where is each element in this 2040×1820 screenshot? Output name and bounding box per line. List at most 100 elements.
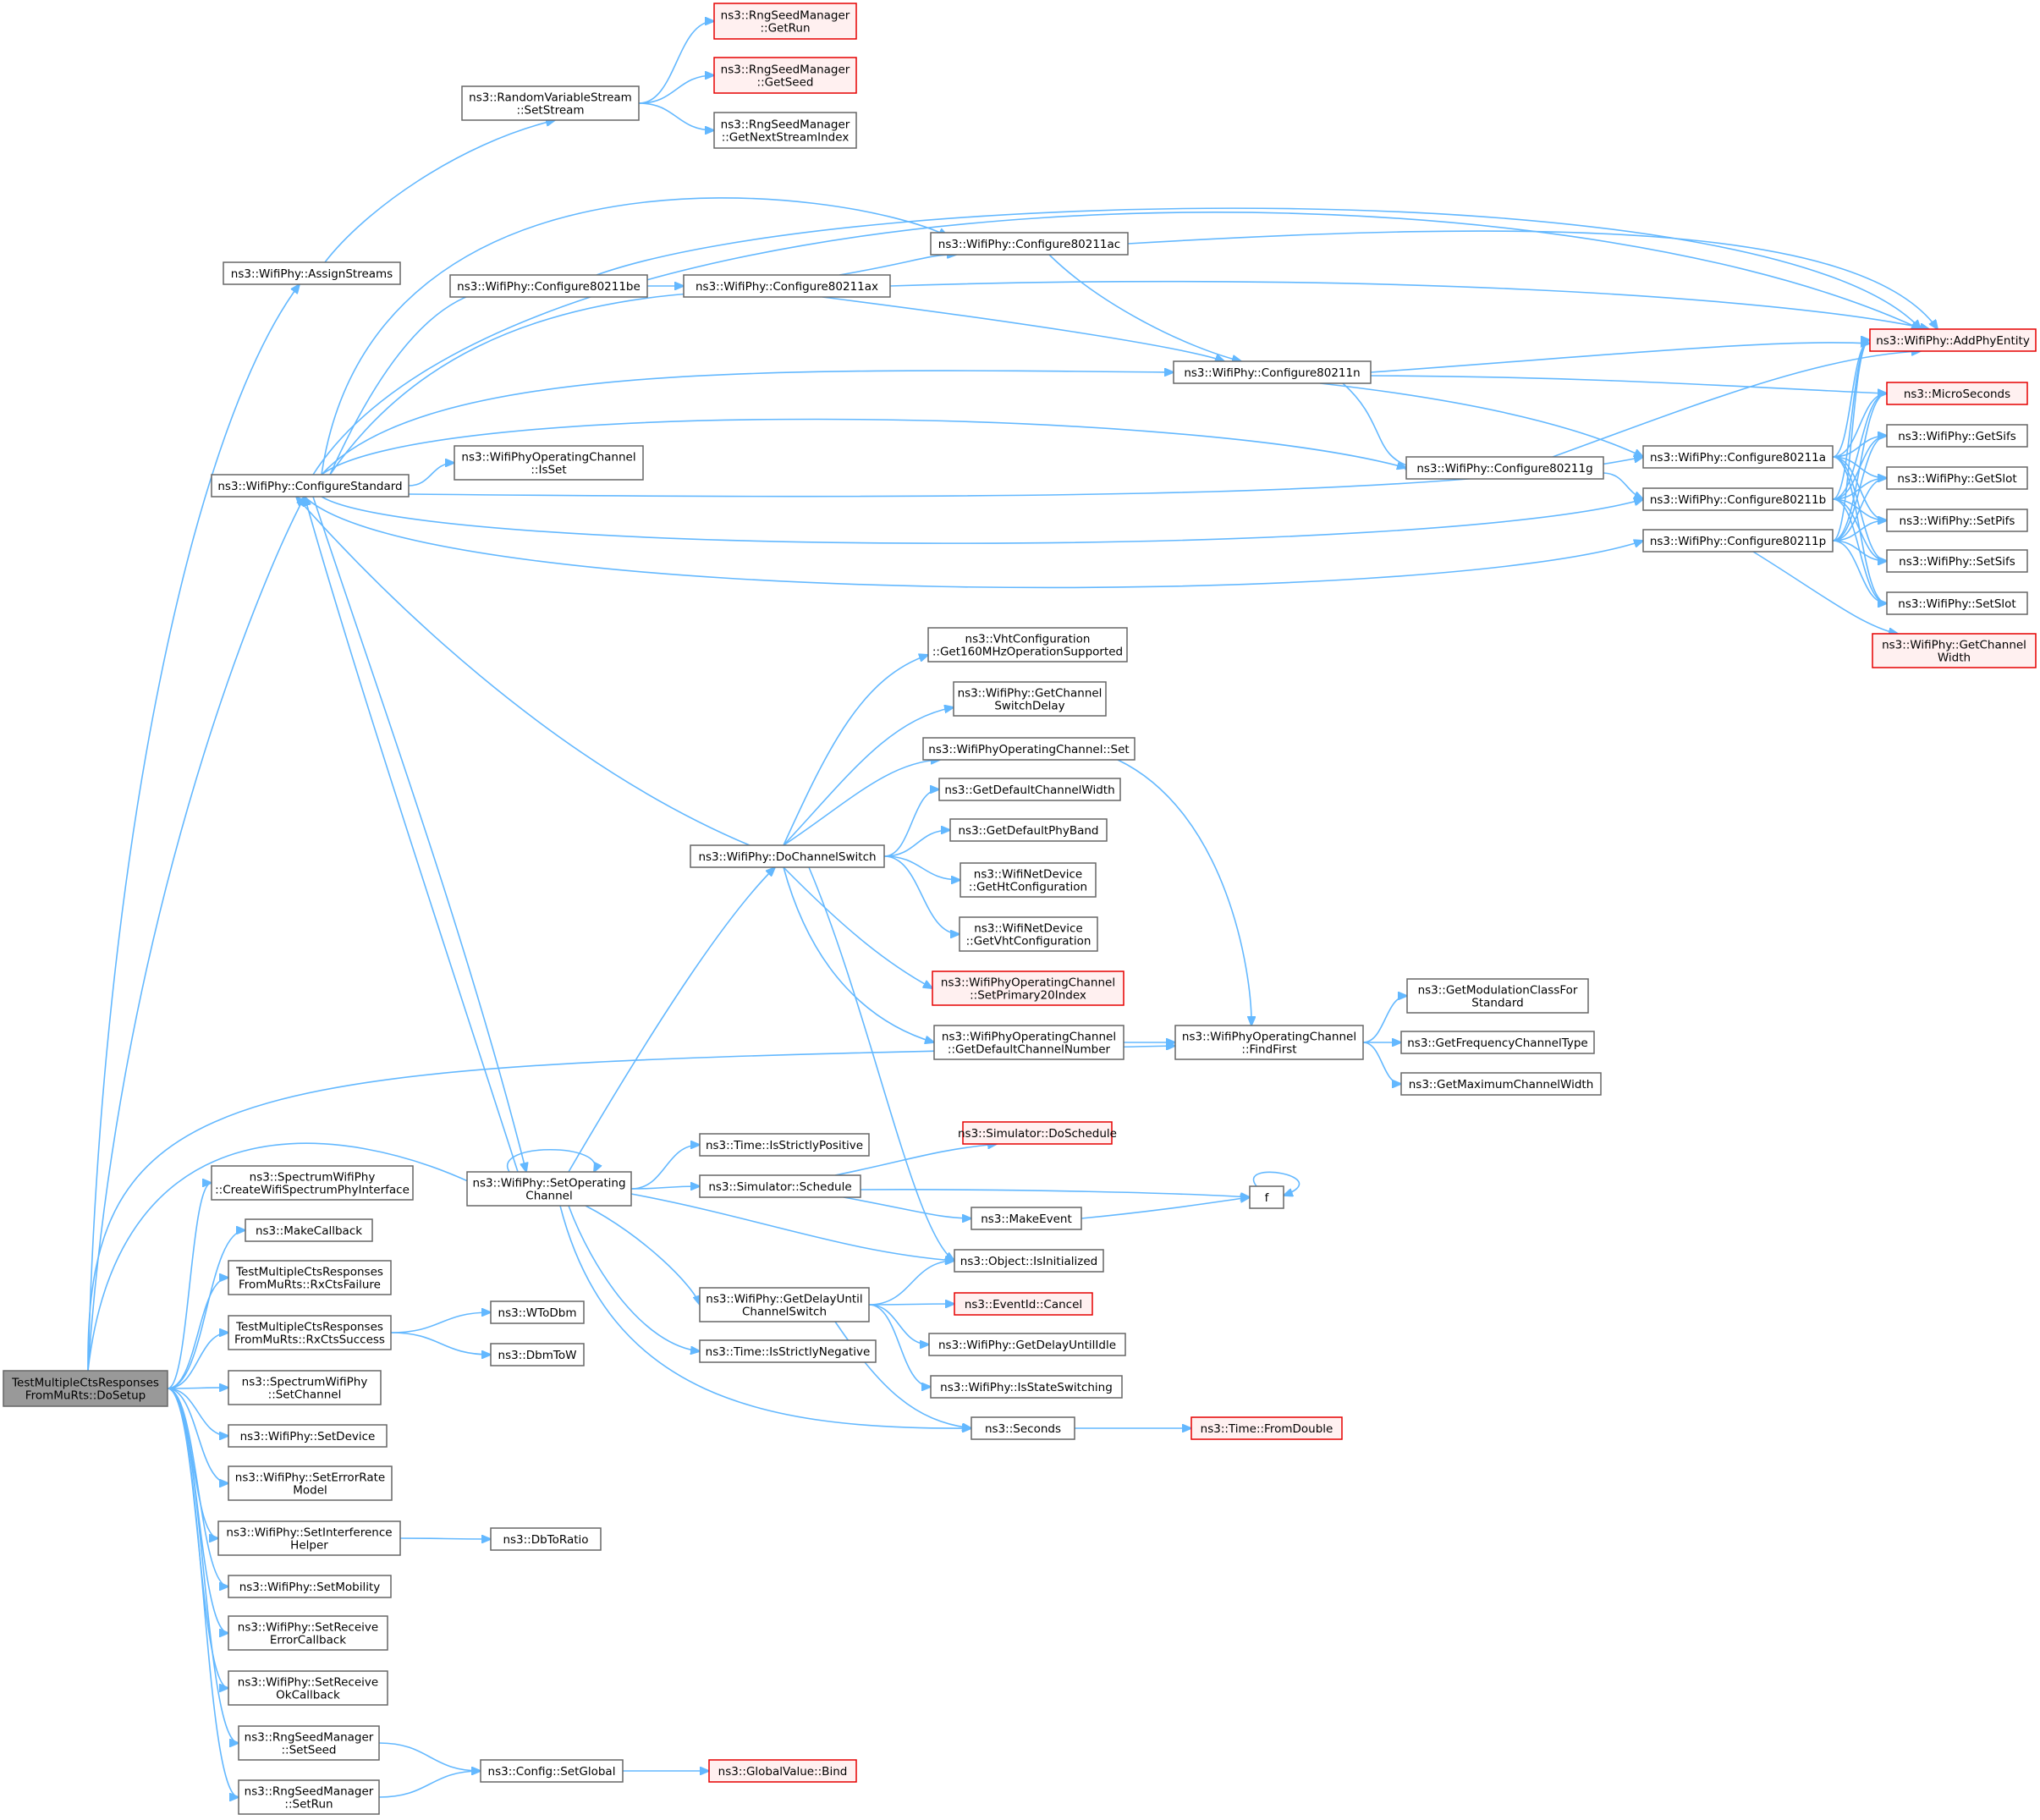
- node-c11b[interactable]: ns3::WifiPhy::Configure80211b: [1642, 487, 1834, 511]
- node-getfct[interactable]: ns3::GetFrequencyChannelType: [1400, 1031, 1595, 1054]
- node-getmcw[interactable]: ns3::GetMaximumChannelWidth: [1400, 1072, 1602, 1096]
- node-setslot[interactable]: ns3::WifiPhy::SetSlot: [1886, 591, 2028, 615]
- node-wtodbm[interactable]: ns3::WToDbm: [490, 1300, 585, 1324]
- node-createwsp[interactable]: ns3::SpectrumWifiPhy::CreateWifiSpectrum…: [211, 1165, 414, 1201]
- node-box: [699, 1339, 877, 1363]
- node-setchan[interactable]: ns3::SpectrumWifiPhy::SetChannel: [228, 1370, 382, 1405]
- node-dochsw[interactable]: ns3::WifiPhy::DoChannelSwitch: [690, 844, 885, 868]
- node-isinit[interactable]: ns3::Object::IsInitialized: [954, 1249, 1104, 1273]
- node-box: [949, 818, 1108, 842]
- node-label: ErrorCallback: [270, 1634, 346, 1647]
- edge-cfgstd-to-c11g: [321, 418, 1406, 476]
- node-vht160[interactable]: ns3::VhtConfiguration::Get160MHzOperatio…: [927, 627, 1128, 663]
- node-getht[interactable]: ns3::WifiNetDevice::GetHtConfiguration: [960, 862, 1097, 898]
- node-cfgstd[interactable]: ns3::WifiPhy::ConfigureStandard: [211, 474, 410, 498]
- node-ocset[interactable]: ns3::WifiPhyOperatingChannel::Set: [922, 737, 1135, 761]
- node-dbtoratio[interactable]: ns3::DbToRatio: [490, 1527, 602, 1551]
- node-box: [971, 1207, 1082, 1230]
- node-c11g[interactable]: ns3::WifiPhy::Configure80211g: [1405, 456, 1604, 480]
- node-c11be[interactable]: ns3::WifiPhy::Configure80211be: [449, 274, 648, 298]
- node-defband[interactable]: ns3::GetDefaultPhyBand: [949, 818, 1108, 842]
- node-box: [490, 1300, 585, 1324]
- node-rxfail[interactable]: TestMultipleCtsResponsesFromMuRts::RxCts…: [228, 1260, 392, 1295]
- node-box: [954, 1249, 1104, 1273]
- node-findfirst[interactable]: ns3::WifiPhyOperatingChannel::FindFirst: [1174, 1025, 1364, 1060]
- edge-root-to-createwsp: [167, 1183, 212, 1389]
- node-box: [228, 1575, 392, 1598]
- node-seconds[interactable]: ns3::Seconds: [971, 1416, 1075, 1440]
- edge-root-to-setmob: [167, 1388, 228, 1586]
- node-label: ::SetRun: [284, 1798, 333, 1812]
- node-label: FromMuRts::RxCtsFailure: [239, 1278, 381, 1292]
- node-strictpos[interactable]: ns3::Time::IsStrictlyPositive: [699, 1133, 870, 1157]
- node-label: ns3::WifiPhy::SetSlot: [1898, 597, 2015, 611]
- node-dbmtow[interactable]: ns3::DbmToW: [490, 1343, 585, 1366]
- node-setpifs[interactable]: ns3::WifiPhy::SetPifs: [1886, 509, 2028, 532]
- node-micro[interactable]: ns3::MicroSeconds: [1886, 382, 2028, 405]
- edge-dochsw-to-getcsd: [783, 707, 954, 846]
- node-c11p[interactable]: ns3::WifiPhy::Configure80211p: [1642, 529, 1834, 553]
- node-simsched[interactable]: ns3::Simulator::Schedule: [699, 1174, 861, 1198]
- node-fromdouble[interactable]: ns3::Time::FromDouble: [1190, 1416, 1343, 1440]
- node-assign[interactable]: ns3::WifiPhy::AssignStreams: [223, 261, 401, 285]
- edge-setrun-to-cfgglobal: [378, 1771, 481, 1798]
- node-defcw[interactable]: ns3::GetDefaultChannelWidth: [938, 778, 1121, 801]
- node-getdcn[interactable]: ns3::WifiPhyOperatingChannel::GetDefault…: [933, 1025, 1124, 1060]
- edge-cfgstd-to-addphy: [312, 212, 1921, 476]
- node-c11ac[interactable]: ns3::WifiPhy::Configure80211ac: [930, 232, 1129, 256]
- node-box: [1869, 328, 2037, 352]
- node-label: ns3::WifiPhy::AssignStreams: [231, 267, 393, 281]
- node-setmob[interactable]: ns3::WifiPhy::SetMobility: [228, 1575, 392, 1598]
- node-label: ns3::Object::IsInitialized: [960, 1255, 1097, 1268]
- node-strictneg[interactable]: ns3::Time::IsStrictlyNegative: [699, 1339, 877, 1363]
- node-issw[interactable]: ns3::WifiPhy::IsStateSwitching: [930, 1375, 1123, 1399]
- node-getdui[interactable]: ns3::WifiPhy::GetDelayUntilIdle: [928, 1333, 1126, 1356]
- node-getsifs[interactable]: ns3::WifiPhy::GetSifs: [1886, 424, 2028, 448]
- edge-setopch-to-strictpos: [630, 1145, 700, 1190]
- node-label: ns3::WifiPhyOperatingChannel: [1182, 1031, 1356, 1044]
- edge-setstream-to-getnext: [638, 102, 714, 130]
- node-f[interactable]: f: [1249, 1185, 1284, 1209]
- node-box: [228, 1370, 382, 1405]
- node-root[interactable]: TestMultipleCtsResponsesFromMuRts::DoSet…: [3, 1370, 168, 1407]
- node-box: [1872, 633, 2037, 668]
- node-rxsucc[interactable]: TestMultipleCtsResponsesFromMuRts::RxCts…: [228, 1315, 392, 1350]
- node-setstream[interactable]: ns3::RandomVariableStream::SetStream: [461, 85, 640, 121]
- node-setrun[interactable]: ns3::RngSeedManager::SetRun: [238, 1779, 380, 1815]
- node-setseed[interactable]: ns3::RngSeedManager::SetSeed: [238, 1725, 380, 1761]
- node-label: ns3::WifiPhyOperatingChannel::Set: [928, 743, 1129, 756]
- node-setp20[interactable]: ns3::WifiPhyOperatingChannel::SetPrimary…: [932, 970, 1124, 1006]
- node-setdev[interactable]: ns3::WifiPhy::SetDevice: [228, 1424, 388, 1448]
- node-isset[interactable]: ns3::WifiPhyOperatingChannel::IsSet: [454, 445, 644, 481]
- node-cfgglobal[interactable]: ns3::Config::SetGlobal: [480, 1759, 624, 1783]
- node-makecb[interactable]: ns3::MakeCallback: [245, 1218, 373, 1242]
- node-getnext[interactable]: ns3::RngSeedManager::GetNextStreamIndex: [713, 112, 857, 149]
- node-c11n[interactable]: ns3::WifiPhy::Configure80211n: [1173, 360, 1372, 384]
- node-gvbind[interactable]: ns3::GlobalValue::Bind: [708, 1759, 857, 1783]
- node-addphy[interactable]: ns3::WifiPhy::AddPhyEntity: [1869, 328, 2037, 352]
- node-label: ::GetSeed: [757, 76, 814, 90]
- node-label: ns3::VhtConfiguration: [965, 633, 1091, 646]
- node-getrun[interactable]: ns3::RngSeedManager::GetRun: [713, 3, 857, 40]
- node-getslot[interactable]: ns3::WifiPhy::GetSlot: [1886, 466, 2028, 490]
- node-makeevent[interactable]: ns3::MakeEvent: [971, 1207, 1082, 1230]
- node-simdosched[interactable]: ns3::Simulator::DoSchedule: [958, 1121, 1117, 1145]
- node-c11a[interactable]: ns3::WifiPhy::Configure80211a: [1642, 445, 1834, 469]
- node-box: [927, 627, 1128, 663]
- node-cancel[interactable]: ns3::EventId::Cancel: [954, 1292, 1093, 1316]
- node-box: [708, 1759, 857, 1783]
- node-setsifs[interactable]: ns3::WifiPhy::SetSifs: [1886, 549, 2028, 573]
- node-label: ns3::WifiPhy::Configure80211a: [1650, 451, 1826, 465]
- node-getvht[interactable]: ns3::WifiNetDevice::GetVhtConfiguration: [959, 916, 1098, 952]
- node-c11ax[interactable]: ns3::WifiPhy::Configure80211ax: [683, 274, 891, 298]
- node-getseed[interactable]: ns3::RngSeedManager::GetSeed: [713, 57, 857, 94]
